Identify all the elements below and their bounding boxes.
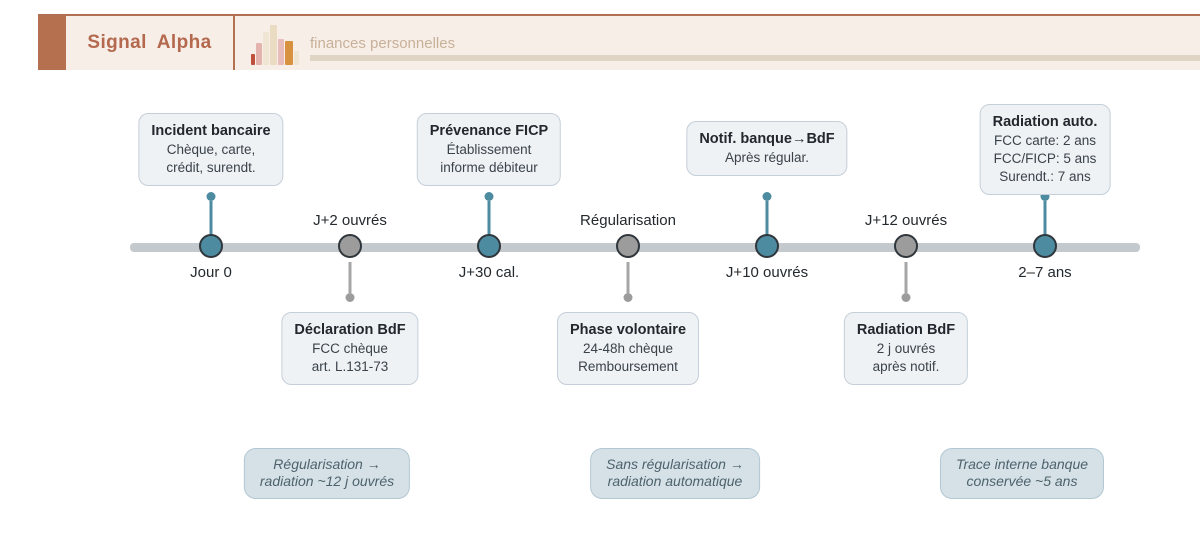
callout-notif-banque-bdf: Notif. banque→BdF Après régular. xyxy=(686,121,848,176)
callout-title: Radiation auto. xyxy=(992,114,1098,130)
timeline-node-jour-0[interactable] xyxy=(199,234,223,258)
connector-dot xyxy=(206,192,216,201)
callout-line: 2 j ouvrés xyxy=(876,341,936,356)
callout-line: Après régular. xyxy=(724,150,810,165)
callout-declaration-bdf: Déclaration BdF FCC chèque art. L.131-73 xyxy=(281,312,419,385)
connector-dot xyxy=(484,192,494,201)
callout-line: Établissement xyxy=(446,142,532,157)
callout-line: Remboursement xyxy=(578,359,678,374)
callout-line: informe débiteur xyxy=(440,160,538,175)
timeline-node-2-7-ans[interactable] xyxy=(1033,234,1057,258)
callout-line: FCC/FICP: 5 ans xyxy=(993,151,1097,166)
callout-radiation-auto: Radiation auto. FCC carte: 2 ans FCC/FIC… xyxy=(979,104,1111,195)
connector-dot xyxy=(1040,192,1050,201)
bar-chart-icon xyxy=(249,23,301,65)
connector-dot xyxy=(762,192,772,201)
note-line: Sans régularisation → xyxy=(606,456,744,472)
callout-line: FCC carte: 2 ans xyxy=(993,133,1097,148)
note-sans-regularisation: Sans régularisation → radiation automati… xyxy=(590,448,760,499)
note-line: radiation automatique xyxy=(607,473,743,489)
callout-title: Prévenance FICP xyxy=(429,123,549,139)
node-label: 2–7 ans xyxy=(1018,264,1072,281)
connector-stem xyxy=(209,201,213,235)
callout-title: Incident bancaire xyxy=(151,123,271,139)
note-trace-interne: Trace interne banque conservée ~5 ans xyxy=(939,448,1105,499)
note-line: Régularisation → xyxy=(273,456,381,472)
node-label: Jour 0 xyxy=(190,264,232,281)
callout-title: Radiation BdF xyxy=(856,322,956,338)
connector-stem xyxy=(765,201,769,235)
callout-line: après notif. xyxy=(872,359,940,374)
header-subtitle: finances personnelles xyxy=(310,35,456,52)
timeline-node-j10-ouvres[interactable] xyxy=(755,234,779,258)
note-line: conservée ~5 ans xyxy=(966,473,1078,489)
connector-dot xyxy=(345,293,355,302)
callout-incident-bancaire: Incident bancaire Chèque, carte, crédit,… xyxy=(138,113,284,186)
connector-stem xyxy=(1043,201,1047,235)
callout-line: Surendt.: 7 ans xyxy=(999,169,1091,184)
timeline-node-j12-ouvres[interactable] xyxy=(894,234,918,258)
connector-stem xyxy=(626,262,630,293)
callout-prevenance-ficp: Prévenance FICP Établissement informe dé… xyxy=(416,113,562,186)
app-header: Signal Alpha finances personnelles xyxy=(38,14,1200,70)
node-label: Régularisation xyxy=(580,212,676,229)
callout-phase-volontaire: Phase volontaire 24-48h chèque Rembourse… xyxy=(556,312,700,385)
callout-line: crédit, surendt. xyxy=(166,160,256,175)
timeline-node-regularisation[interactable] xyxy=(616,234,640,258)
header-rule xyxy=(310,55,1200,61)
connector-stem xyxy=(487,201,491,235)
node-label: J+2 ouvrés xyxy=(313,212,387,229)
callout-radiation-bdf: Radiation BdF 2 j ouvrés après notif. xyxy=(843,312,969,385)
node-label: J+30 cal. xyxy=(458,264,520,281)
connector-dot xyxy=(623,293,633,302)
callout-title: Phase volontaire xyxy=(569,322,687,338)
callout-line: FCC chèque xyxy=(312,341,388,356)
callout-line: Chèque, carte, xyxy=(166,142,256,157)
callout-line: 24-48h chèque xyxy=(582,341,674,356)
app-title: Signal Alpha xyxy=(87,32,212,53)
callout-title: Notif. banque→BdF xyxy=(699,131,835,147)
connector-stem xyxy=(904,262,908,293)
note-line: radiation ~12 j ouvrés xyxy=(259,473,395,489)
callout-title: Déclaration BdF xyxy=(294,322,406,338)
brand-accent-block xyxy=(38,16,66,70)
node-label: J+10 ouvrés xyxy=(725,264,809,281)
header-divider xyxy=(233,16,235,70)
connector-dot xyxy=(901,293,911,302)
note-line: Trace interne banque xyxy=(955,456,1089,472)
timeline-node-j30-cal[interactable] xyxy=(477,234,501,258)
note-regularisation-radiation: Régularisation → radiation ~12 j ouvrés xyxy=(243,448,411,499)
node-label: J+12 ouvrés xyxy=(864,212,948,229)
timeline-node-j2-ouvres[interactable] xyxy=(338,234,362,258)
connector-stem xyxy=(348,262,352,293)
callout-line: art. L.131-73 xyxy=(311,359,389,374)
